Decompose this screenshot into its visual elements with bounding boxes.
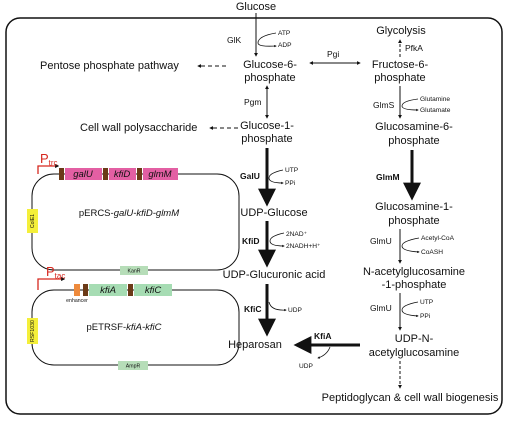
gene-galu <box>65 168 102 180</box>
atp-label: ATP <box>278 30 291 37</box>
marker-kanr-box <box>120 266 148 275</box>
glutamate-label: Glutamate <box>420 107 451 114</box>
marker-ampr-label: AmpR <box>126 364 141 370</box>
gene-kfid <box>109 168 136 180</box>
nadh-label: 2NADH+H⁺ <box>286 243 321 250</box>
plasmid-1-name: pERCS-galU-kfiD-glmM <box>79 208 179 219</box>
utp-ppi-curve-galu <box>268 169 284 185</box>
adp-label: ADP <box>278 42 292 49</box>
glmu-enzyme-label-2: GlmU <box>370 303 392 313</box>
pgi-enzyme-label: Pgi <box>327 49 339 59</box>
glutamine-label: Glutamine <box>420 96 450 103</box>
n-acetylglucosamine-1-phosphate-label-1: N-acetylglucosamine <box>363 266 465 278</box>
cell-outline <box>5 17 503 415</box>
ori-cole1-label: ColE1 <box>30 214 36 228</box>
peptidoglycan-cell-wall-biogenesis-label: Peptidoglycan & cell wall biogenesis <box>322 392 499 404</box>
glucose-1-phosphate-label-2: phosphate <box>241 133 292 145</box>
gene-glmm-label: glmM <box>148 169 171 180</box>
tac-promoter-label: Ptac <box>46 264 65 281</box>
utp-label-2: UTP <box>420 299 434 306</box>
ori-rsf1030-box <box>27 318 38 344</box>
glutamine-glutamate-curve <box>401 98 419 112</box>
glucosamine-1-phosphate-label-2: phosphate <box>388 215 439 227</box>
kfic-enzyme-label: KfiC <box>244 304 261 314</box>
tac-promoter-arrow <box>37 276 66 290</box>
galu-enzyme-label: GalU <box>240 171 260 181</box>
atp-adp-curve <box>257 32 277 48</box>
utp-label-1: UTP <box>285 167 299 174</box>
marker-kanr-label: KanR <box>128 269 141 275</box>
glucose-1-phosphate-label-1: Glucose-1- <box>240 120 294 132</box>
ppi-label-1: PPi <box>285 180 296 187</box>
gene-kfic <box>134 284 172 296</box>
glucosamine-6-phosphate-label-2: phosphate <box>388 135 439 147</box>
ppi-label-2: PPi <box>420 313 431 320</box>
glmu-enzyme-label-1: GlmU <box>370 236 392 246</box>
glucose-6-phosphate-label-2: phosphate <box>244 72 295 84</box>
udp-glucose-label: UDP-Glucose <box>240 207 307 219</box>
plasmid-2-name: pETRSF-kfiA-kfiC <box>87 322 162 333</box>
enhancer-box <box>74 284 80 296</box>
glucosamine-6-phosphate-label-1: Glucosamine-6- <box>375 121 453 133</box>
rbs-1 <box>59 168 64 180</box>
rbs-3 <box>137 168 142 180</box>
glmm-enzyme-label: GlmM <box>376 172 400 182</box>
pfka-enzyme-label: PfkA <box>405 43 423 53</box>
kfia-enzyme-label: KfiA <box>314 331 331 341</box>
pentose-phosphate-pathway-label: Pentose phosphate pathway <box>40 60 179 72</box>
trc-promoter-arrow <box>37 163 60 174</box>
udp-n-acetylglucosamine-label-2: acetylglucosamine <box>369 347 460 359</box>
heparosan-label: Heparosan <box>228 339 282 351</box>
rbs-5 <box>128 284 133 296</box>
glycolysis-label: Glycolysis <box>376 25 426 37</box>
nad-nadh-curve <box>269 232 285 248</box>
enhancer-label: enhancer <box>66 298 88 304</box>
gene-kfid-label: kfiD <box>114 169 131 180</box>
acetylcoa-coash-curve <box>401 237 420 254</box>
n-acetylglucosamine-1-phosphate-label-2: -1-phosphate <box>382 279 447 291</box>
udp-label-kfia: UDP <box>299 363 314 370</box>
kfid-enzyme-label: KfiD <box>242 236 259 246</box>
acetyl-coa-label: Acetyl-CoA <box>421 235 455 242</box>
udp-n-acetylglucosamine-label-1: UDP-N- <box>395 333 434 345</box>
glk-enzyme-label: GlK <box>227 35 242 45</box>
gene-glmm <box>143 168 178 180</box>
gene-kfia-label: kfiA <box>100 285 116 296</box>
gene-kfic-label: kfiC <box>145 285 162 296</box>
plasmid-1-backbone <box>31 173 240 271</box>
gene-kfia <box>89 284 127 296</box>
udp-glucuronic-acid-label: UDP-Glucuronic acid <box>223 269 326 281</box>
pgm-enzyme-label: Pgm <box>244 97 261 107</box>
glucosamine-1-phosphate-label-1: Glucosamine-1- <box>375 201 453 213</box>
glucose-label: Glucose <box>236 1 276 13</box>
coash-label: CoASH <box>421 249 443 256</box>
fructose-6-phosphate-label-1: Fructose-6- <box>372 59 429 71</box>
marker-ampr-box <box>118 361 148 370</box>
udp-curve-kfia <box>317 346 331 359</box>
udp-curve-kfic <box>268 301 287 312</box>
plasmid-petrsf: Ptac enhancer kfiA kfiC RSF1030 AmpR pET… <box>27 264 240 370</box>
nad-label: 2NAD⁺ <box>286 231 308 238</box>
udp-label-kfic: UDP <box>288 307 303 314</box>
trc-promoter-label: Ptrc <box>40 151 58 168</box>
fructose-6-phosphate-label-2: phosphate <box>374 72 425 84</box>
glucose-6-phosphate-label-1: Glucose-6- <box>243 59 297 71</box>
plasmid-percs: Ptrc galU kfiD glmM ColE1 KanR pERCS-gal… <box>27 151 240 275</box>
rbs-4 <box>83 284 88 296</box>
rbs-2 <box>103 168 108 180</box>
cell-wall-polysaccharide-label: Cell wall polysaccharide <box>80 122 197 134</box>
ori-cole1-box <box>27 209 38 233</box>
glms-enzyme-label: GlmS <box>373 100 395 110</box>
utp-ppi-curve-glmu <box>401 301 419 318</box>
gene-galu-label: galU <box>73 169 93 180</box>
ori-rsf1030-label: RSF1030 <box>30 320 36 342</box>
